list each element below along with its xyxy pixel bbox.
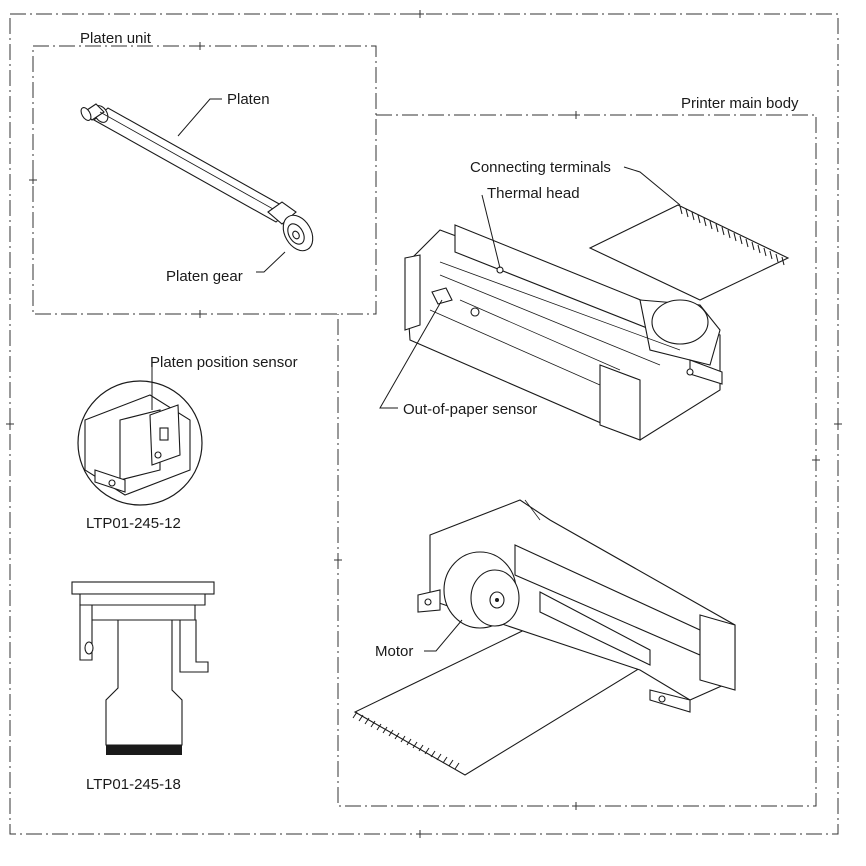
printer-main-body-frame	[334, 111, 820, 810]
flex-cable-detail	[71, 581, 215, 755]
outer-frame	[6, 10, 842, 838]
label-platen-unit: Platen unit	[80, 30, 152, 47]
label-ltp01-245-18: LTP01-245-18	[86, 776, 181, 793]
label-platen-position-sensor: Platen position sensor	[150, 354, 298, 371]
label-thermal-head: Thermal head	[487, 185, 580, 202]
label-connecting-terminals: Connecting terminals	[470, 159, 611, 176]
platen-position-sensor-detail	[77, 380, 203, 506]
label-out-of-paper-sensor: Out-of-paper sensor	[403, 401, 537, 418]
label-platen-gear: Platen gear	[166, 268, 243, 285]
label-motor: Motor	[375, 643, 413, 660]
leader-lines	[151, 98, 681, 652]
platen-roller	[80, 103, 314, 252]
platen-unit-frame	[29, 42, 377, 318]
printer-top-view	[404, 204, 790, 441]
label-ltp01-245-12: LTP01-245-12	[86, 515, 181, 532]
label-platen: Platen	[227, 91, 270, 108]
printer-bottom-view	[352, 499, 736, 776]
label-printer-main-body: Printer main body	[681, 95, 799, 112]
